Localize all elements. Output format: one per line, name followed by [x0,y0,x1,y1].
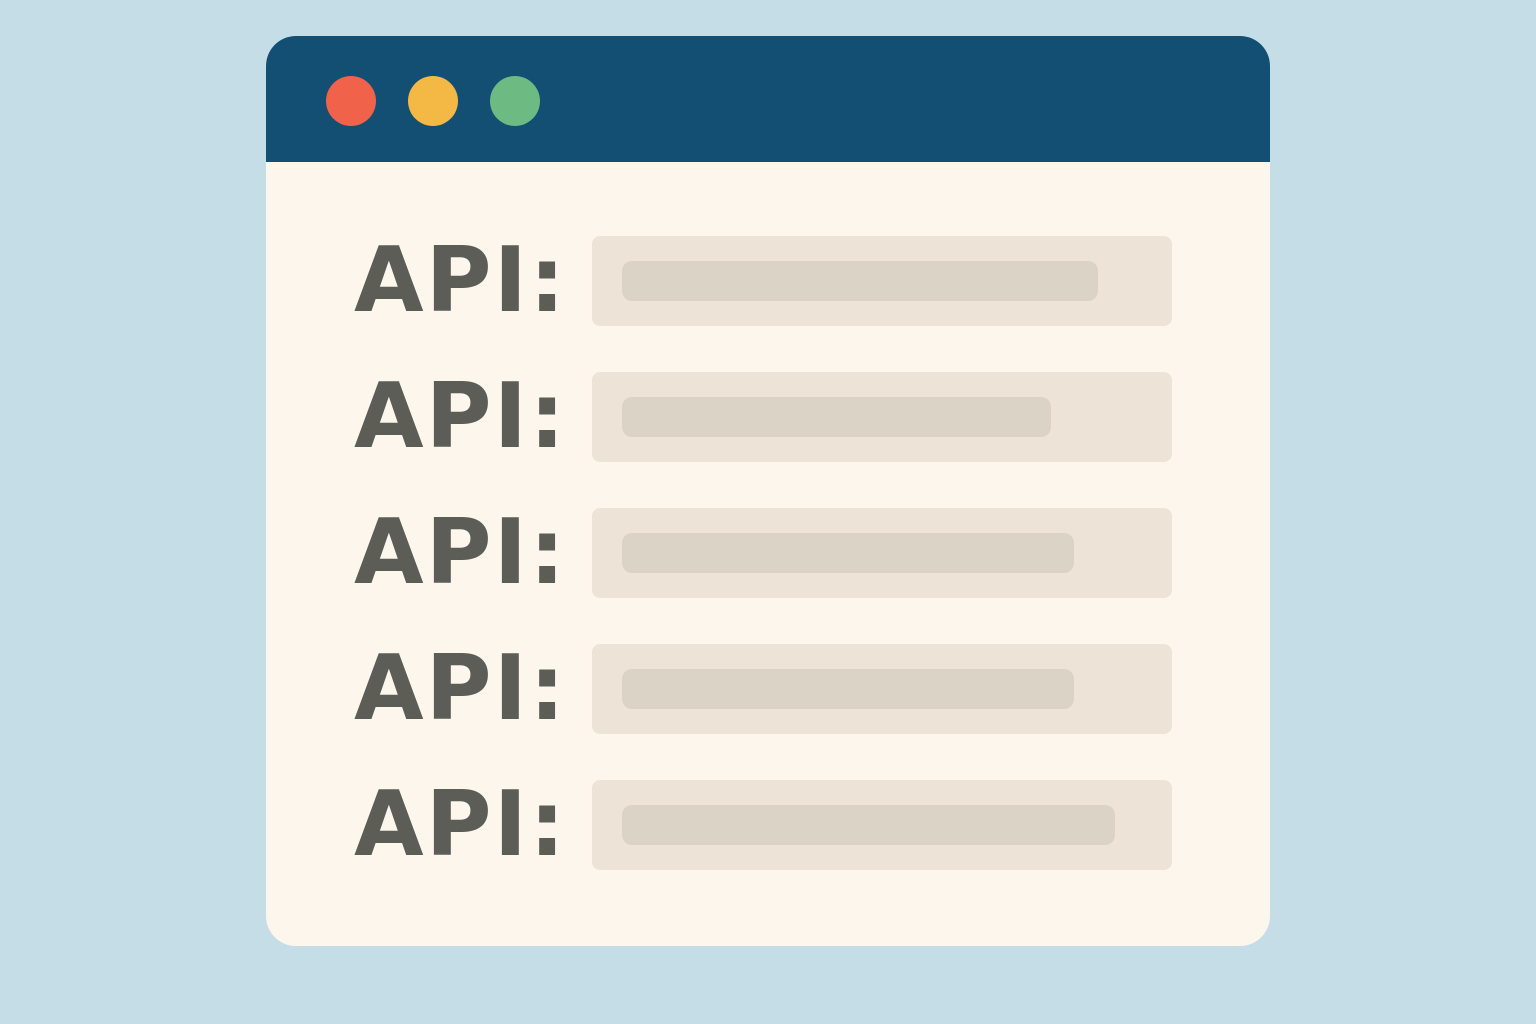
api-field[interactable] [592,372,1172,462]
close-button[interactable] [326,76,376,126]
api-label: API: [354,228,568,333]
api-value-placeholder [622,805,1115,845]
api-value-placeholder [622,397,1051,437]
minimize-button[interactable] [408,76,458,126]
title-bar [266,36,1270,162]
api-field[interactable] [592,780,1172,870]
api-row: API: [266,236,1270,326]
api-label: API: [354,636,568,741]
api-field[interactable] [592,644,1172,734]
api-row: API: [266,508,1270,598]
api-label: API: [354,772,568,877]
api-value-placeholder [622,533,1074,573]
api-row: API: [266,372,1270,462]
api-field[interactable] [592,236,1172,326]
api-value-placeholder [622,669,1074,709]
api-row: API: [266,644,1270,734]
api-field[interactable] [592,508,1172,598]
api-label: API: [354,364,568,469]
api-label: API: [354,500,568,605]
maximize-button[interactable] [490,76,540,126]
app-window: API: API: API: API: API: [266,36,1270,946]
api-value-placeholder [622,261,1098,301]
api-row: API: [266,780,1270,870]
